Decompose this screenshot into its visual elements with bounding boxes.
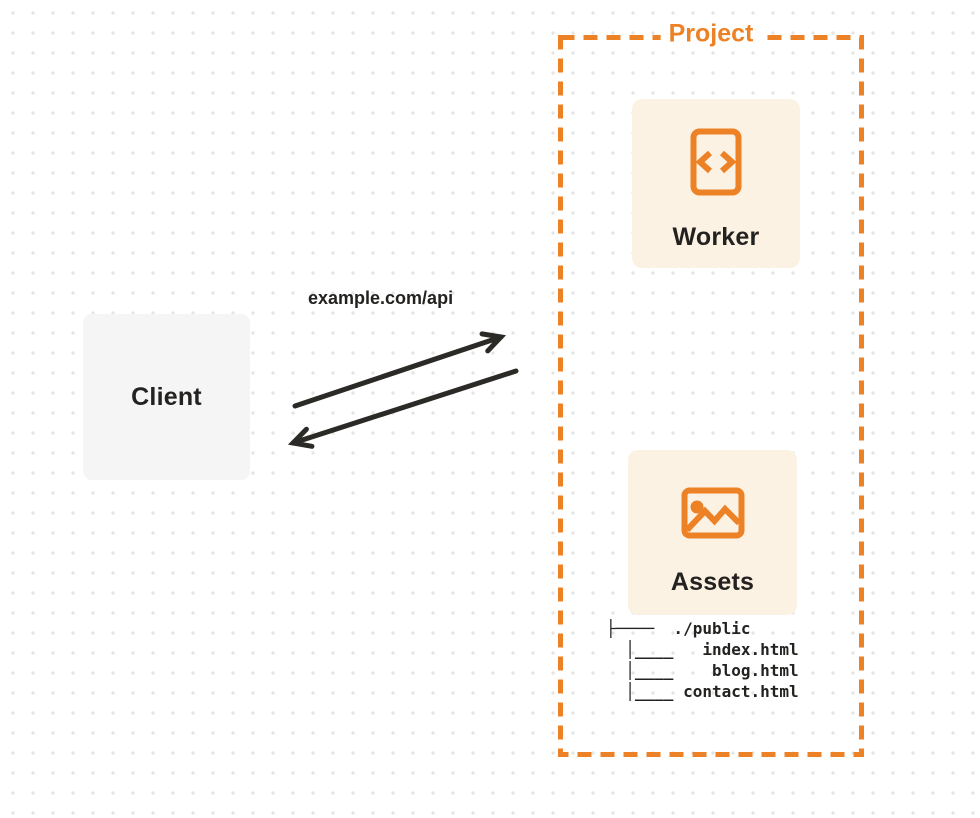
image-icon xyxy=(681,487,745,539)
worker-label: Worker xyxy=(672,223,760,251)
project-boundary: Project Worker Assets xyxy=(558,19,864,757)
request-arrow xyxy=(292,331,507,409)
assets-label: Assets xyxy=(670,568,755,596)
client-label: Client xyxy=(131,382,202,411)
code-file-icon xyxy=(690,128,742,196)
request-url-label: example.com/api xyxy=(308,288,454,308)
client-node: Client xyxy=(83,314,250,480)
asset-file-tree: ├──── ./public │____ index.html │____ bl… xyxy=(606,619,799,701)
worker-node: Worker xyxy=(632,99,800,268)
response-arrow xyxy=(287,368,519,449)
assets-node: Assets xyxy=(628,450,797,615)
project-title: Project xyxy=(660,19,762,49)
